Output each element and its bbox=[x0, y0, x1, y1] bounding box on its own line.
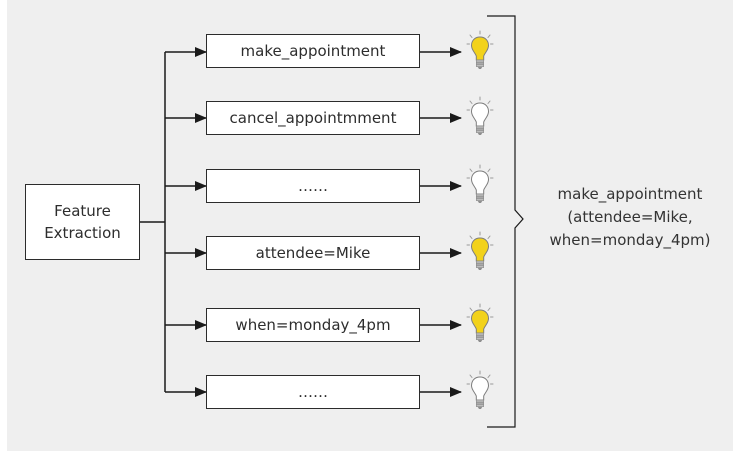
lightbulb-on-icon bbox=[466, 303, 494, 347]
feature-label: when=monday_4pm bbox=[235, 316, 391, 334]
feature-extraction-label-1: Feature bbox=[54, 202, 111, 220]
feature-box-cancel-appointment: cancel_appointmment bbox=[206, 101, 420, 135]
result-bracket bbox=[487, 15, 524, 428]
feature-extraction-box: Feature Extraction bbox=[25, 184, 140, 260]
feature-label: cancel_appointmment bbox=[229, 109, 397, 127]
result-line-1: make_appointment bbox=[557, 185, 703, 203]
result-line-2: (attendee=Mike, bbox=[567, 208, 693, 226]
lightbulb-off-icon bbox=[466, 96, 494, 140]
feature-box-ellipsis-2: …… bbox=[206, 375, 420, 409]
feature-box-make-appointment: make_appointment bbox=[206, 34, 420, 68]
lightbulb-off-icon bbox=[466, 164, 494, 208]
result-label: make_appointment (attendee=Mike, when=mo… bbox=[530, 183, 730, 252]
feature-extraction-label-2: Extraction bbox=[44, 224, 121, 242]
lightbulb-off-icon bbox=[466, 370, 494, 414]
feature-box-attendee: attendee=Mike bbox=[206, 236, 420, 270]
feature-label: …… bbox=[298, 383, 328, 401]
feature-box-when: when=monday_4pm bbox=[206, 308, 420, 342]
lightbulb-on-icon bbox=[466, 231, 494, 275]
feature-label: attendee=Mike bbox=[255, 244, 371, 262]
result-line-3: when=monday_4pm) bbox=[549, 231, 711, 249]
feature-box-ellipsis-1: …… bbox=[206, 169, 420, 203]
feature-label: …… bbox=[298, 177, 328, 195]
feature-label: make_appointment bbox=[240, 42, 386, 60]
lightbulb-on-icon bbox=[466, 30, 494, 74]
